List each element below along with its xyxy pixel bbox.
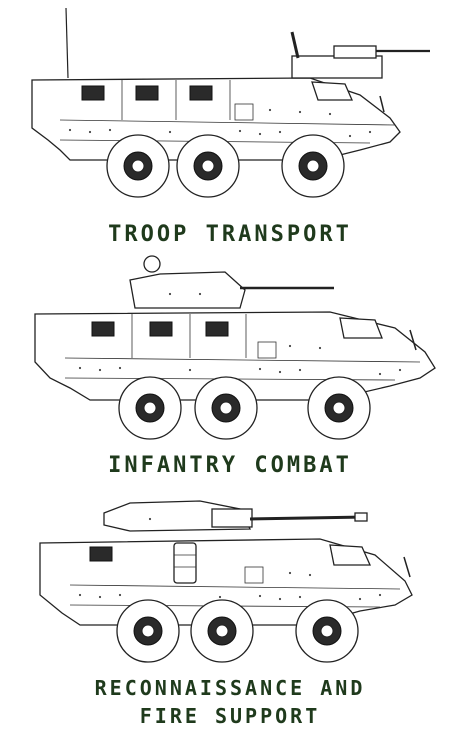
infantry-combat-vehicle-drawing	[34, 255, 436, 440]
recon-fire-support-vehicle-drawing	[39, 500, 413, 663]
troop-transport-panel: TROOP TRANSPORT	[0, 0, 460, 250]
infantry-combat-wheels	[118, 376, 371, 440]
infantry-combat-caption: INFANTRY COMBAT	[108, 453, 352, 478]
recon-fire-support-caption-line-2: FIRE SUPPORT	[139, 704, 321, 728]
troop-transport-caption: TROOP TRANSPORT	[108, 222, 352, 247]
recon-fire-support-wheels	[116, 599, 359, 663]
recon-fire-support-panel: RECONNAISSANCE AND FIRE SUPPORT	[0, 485, 460, 736]
troop-transport-vehicle-drawing	[31, 7, 430, 198]
troop-transport-wheels	[106, 134, 345, 198]
infantry-combat-panel: INFANTRY COMBAT	[0, 250, 460, 485]
recon-fire-support-caption-line-1: RECONNAISSANCE AND	[94, 676, 366, 700]
